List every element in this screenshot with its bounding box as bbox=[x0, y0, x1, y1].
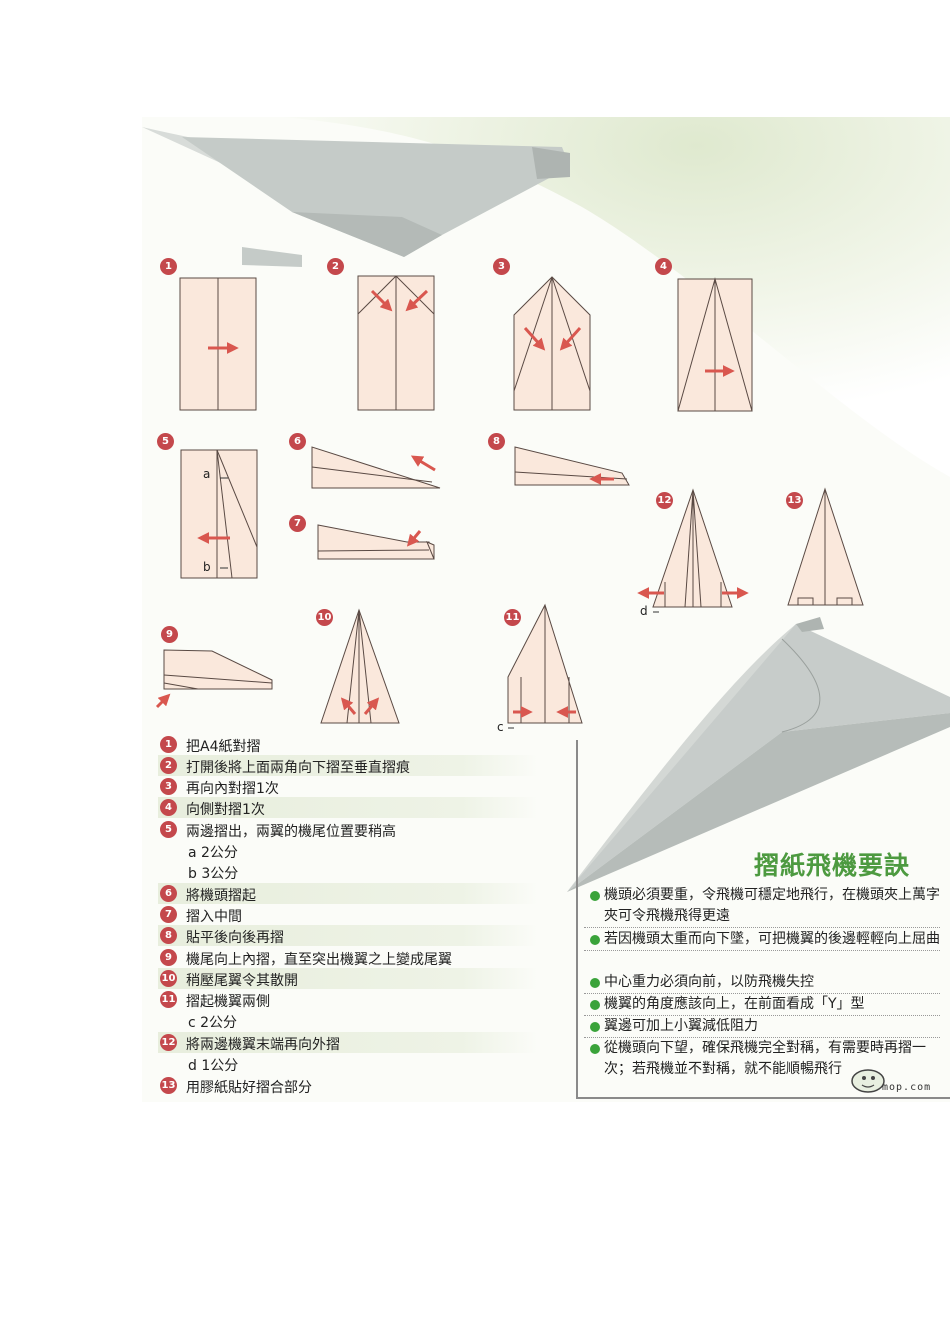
step-badge: 6 bbox=[160, 885, 177, 902]
tips-title: 摺紙飛機要訣 bbox=[754, 851, 911, 880]
instruction-row: 6 將機頭摺起 bbox=[158, 883, 538, 904]
instruction-text: 兩邊摺出，兩翼的機尾位置要稍高 bbox=[186, 824, 396, 840]
step-badge-4: 4 bbox=[655, 258, 672, 275]
step-badge: 12 bbox=[160, 1034, 177, 1051]
instruction-row: 7 摺入中間 bbox=[158, 904, 538, 925]
tip-item: 機翼的角度應該向上，在前面看成「Y」型 bbox=[584, 994, 940, 1016]
watermark-text: mop.com bbox=[882, 1082, 932, 1093]
instruction-text: 稍壓尾翼令其散開 bbox=[186, 973, 298, 989]
step-badge: 3 bbox=[160, 778, 177, 795]
subnote-b: b 3公分 bbox=[188, 866, 239, 882]
step-badge-5: 5 bbox=[157, 433, 174, 450]
step-badge-10: 10 bbox=[316, 609, 333, 626]
instruction-text: 用膠紙貼好摺合部分 bbox=[186, 1080, 312, 1096]
subnote-d: d 1公分 bbox=[188, 1058, 239, 1074]
step-badge-7: 7 bbox=[289, 515, 306, 532]
bullet-icon bbox=[590, 1000, 600, 1010]
tip-item: 機頭必須要重，令飛機可穩定地飛行，在機頭夾上萬字夾可令飛機飛得更遠 bbox=[584, 885, 940, 928]
bullet-icon bbox=[590, 1044, 600, 1054]
bullet-icon bbox=[590, 891, 600, 901]
step-badge: 7 bbox=[160, 906, 177, 923]
instruction-row: 1 把A4紙對摺 bbox=[158, 734, 538, 755]
step-badge-3: 3 bbox=[493, 258, 510, 275]
step-badge: 4 bbox=[160, 799, 177, 816]
instruction-text: 向側對摺1次 bbox=[186, 802, 265, 818]
instruction-row: 12 將兩邊機翼末端再向外摺 bbox=[158, 1032, 538, 1053]
instruction-text: 將兩邊機翼末端再向外摺 bbox=[186, 1037, 340, 1053]
tip-item: 翼邊可加上小翼減低阻力 bbox=[584, 1016, 940, 1038]
instruction-row: 13 用膠紙貼好摺合部分 bbox=[158, 1075, 538, 1096]
tip-item: 若因機頭太重而向下墜，可把機翼的後邊輕輕向上屈曲 bbox=[584, 929, 940, 951]
diagram-label-c: c bbox=[497, 720, 504, 734]
diagram-label-b: b bbox=[203, 560, 211, 574]
subnote-c: c 2公分 bbox=[188, 1015, 238, 1031]
instruction-row: 8 貼平後向後再摺 bbox=[158, 925, 538, 946]
instruction-row: 9 機尾向上內摺，直至突出機翼之上變成尾翼 bbox=[158, 947, 538, 968]
plane-photo-bottom bbox=[567, 617, 950, 892]
tip-item: 從機頭向下望，確保飛機完全對稱，有需要時再摺一次；若飛機並不對稱，就不能順暢飛行 bbox=[584, 1038, 940, 1080]
bullet-icon bbox=[590, 935, 600, 945]
tips-box: 摺紙飛機要訣 機頭必須要重，令飛機可穩定地飛行，在機頭夾上萬字夾可令飛機飛得更遠… bbox=[576, 740, 950, 1099]
step-badge-11: 11 bbox=[504, 609, 521, 626]
step-badge-1: 1 bbox=[160, 258, 177, 275]
diagram-label-d: d bbox=[640, 604, 648, 618]
instruction-row: 5 兩邊摺出，兩翼的機尾位置要稍高 bbox=[158, 819, 538, 840]
instruction-text: 摺起機翼兩側 bbox=[186, 994, 270, 1010]
subnote-a: a 2公分 bbox=[188, 845, 238, 861]
watermark-logo-icon bbox=[851, 1069, 885, 1093]
diagram-label-a: a bbox=[203, 467, 211, 481]
step-badge: 10 bbox=[160, 970, 177, 987]
step-badge-12: 12 bbox=[656, 492, 673, 509]
bullet-icon bbox=[590, 978, 600, 988]
bullet-icon bbox=[590, 1022, 600, 1032]
instruction-text: 將機頭摺起 bbox=[186, 888, 256, 904]
step-badge: 8 bbox=[160, 927, 177, 944]
step-badge: 9 bbox=[160, 949, 177, 966]
step-badge: 2 bbox=[160, 757, 177, 774]
tip-item: 中心重力必須向前，以防飛機失控 bbox=[584, 972, 940, 994]
step-badge-6: 6 bbox=[289, 433, 306, 450]
step-badge-8: 8 bbox=[488, 433, 505, 450]
step-badge: 5 bbox=[160, 821, 177, 838]
instruction-text: 貼平後向後再摺 bbox=[186, 930, 284, 946]
instruction-text: 打開後將上面兩角向下摺至垂直摺痕 bbox=[186, 760, 410, 776]
instruction-row: 2 打開後將上面兩角向下摺至垂直摺痕 bbox=[158, 755, 538, 776]
plane-photo-top bbox=[142, 127, 570, 267]
step-badge: 11 bbox=[160, 991, 177, 1008]
instruction-row: 11 摺起機翼兩側 bbox=[158, 989, 538, 1010]
instruction-text: 再向內對摺1次 bbox=[186, 781, 279, 797]
step-badge-9: 9 bbox=[161, 626, 178, 643]
instruction-row: 10 稍壓尾翼令其散開 bbox=[158, 968, 538, 989]
instruction-text: 機尾向上內摺，直至突出機翼之上變成尾翼 bbox=[186, 952, 452, 968]
step-badge-13: 13 bbox=[786, 492, 803, 509]
step-badge: 13 bbox=[160, 1077, 177, 1094]
instruction-text: 摺入中間 bbox=[186, 909, 242, 925]
step-badge-2: 2 bbox=[327, 258, 344, 275]
instruction-row: 4 向側對摺1次 bbox=[158, 797, 538, 818]
instruction-row: 3 再向內對摺1次 bbox=[158, 776, 538, 797]
step-badge: 1 bbox=[160, 736, 177, 753]
instruction-text: 把A4紙對摺 bbox=[186, 739, 261, 755]
